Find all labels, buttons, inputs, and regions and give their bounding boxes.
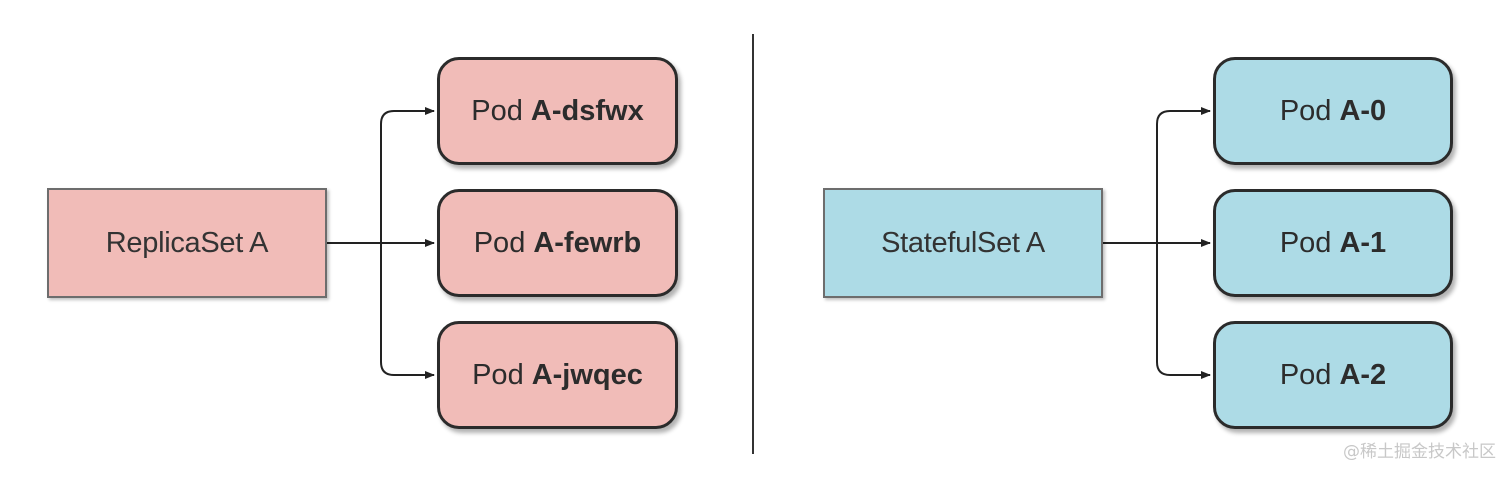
statefulset-box: StatefulSet A (823, 188, 1103, 298)
left-arrow-bottom (380, 243, 435, 379)
left-arrow-top (380, 107, 435, 243)
pod-prefix: Pod (1279, 226, 1332, 259)
pod-prefix: Pod (1279, 94, 1332, 127)
statefulset-label: StatefulSet A (881, 226, 1045, 259)
replicaset-box: ReplicaSet A (47, 188, 327, 298)
pod-prefix: Pod (472, 358, 524, 391)
right-connectors (1103, 107, 1211, 379)
pod-name: A-jwqec (531, 358, 643, 391)
right-arrow-bottom (1156, 243, 1211, 379)
pod-prefix: Pod (471, 94, 523, 127)
pod-prefix: Pod (473, 226, 526, 259)
pod-name: A-1 (1339, 226, 1387, 259)
left-connectors (327, 107, 435, 379)
right-arrow-top (1156, 107, 1211, 243)
pod-name: A-fewrb (533, 226, 642, 259)
pod-name: A-2 (1339, 358, 1387, 391)
pod-name: A-dsfwx (530, 94, 644, 127)
pod-name: A-0 (1339, 94, 1387, 127)
watermark: @稀土掘金技术社区 (1343, 442, 1496, 462)
pod-prefix: Pod (1279, 358, 1332, 391)
replicaset-label: ReplicaSet A (105, 226, 269, 259)
center-divider (752, 34, 754, 454)
